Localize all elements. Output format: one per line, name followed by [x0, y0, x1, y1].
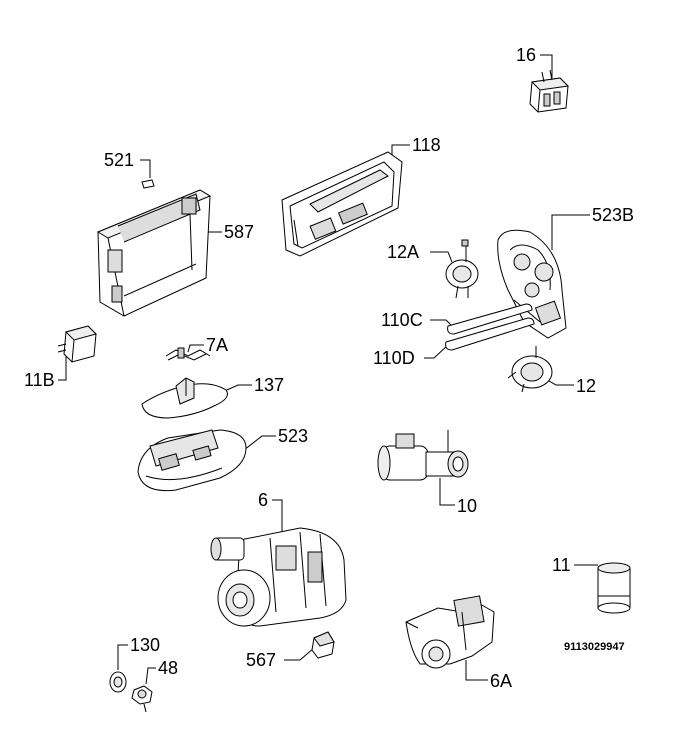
callout-16: 16 — [516, 45, 537, 65]
callout-48: 48 — [158, 658, 179, 678]
part-6a-drain-pump — [406, 596, 494, 668]
part-118-panel — [282, 152, 402, 256]
part-7a-clip — [166, 348, 210, 360]
callout-110c: 110C — [381, 310, 423, 330]
callout-110d: 110D — [373, 348, 415, 368]
leader-11b — [58, 352, 67, 381]
callout-12: 12 — [576, 376, 597, 396]
callout-118: 118 — [412, 135, 441, 155]
part-110c-rod — [448, 304, 532, 334]
part-137-cover — [142, 378, 228, 418]
callout-6a: 6A — [490, 671, 513, 691]
part-521-chip — [142, 180, 154, 188]
leader-523b — [551, 214, 590, 250]
callout-130: 130 — [130, 635, 161, 655]
leader-110c — [430, 319, 453, 327]
part-110d-rod — [446, 318, 534, 350]
callout-10: 10 — [457, 496, 478, 516]
part-130-washer — [110, 672, 126, 692]
leader-48 — [145, 667, 156, 685]
leader-16 — [540, 54, 553, 78]
leader-521 — [140, 159, 151, 178]
leader-567 — [284, 647, 315, 661]
callout-523b: 523B — [592, 205, 635, 225]
leader-523 — [243, 435, 276, 451]
callout-137: 137 — [254, 375, 285, 395]
leader-6 — [272, 499, 283, 532]
part-567-clip — [312, 632, 334, 658]
leader-7a — [187, 344, 204, 353]
callout-567: 567 — [246, 650, 277, 670]
part-12a-pressure-switch — [446, 240, 478, 298]
callout-11: 11 — [552, 555, 571, 575]
part-16-switch — [530, 70, 568, 112]
callout-587: 587 — [224, 222, 255, 242]
leader-6a — [465, 660, 488, 681]
callout-523: 523 — [278, 426, 309, 446]
part-11-capacitor — [598, 563, 630, 613]
part-587-module — [98, 190, 210, 316]
drawing-code: 9113029947 — [564, 641, 625, 653]
part-48-screw — [132, 686, 152, 712]
callout-12a: 12A — [387, 242, 420, 262]
part-12-pressure-switch — [508, 346, 552, 392]
leader-12a — [430, 251, 453, 263]
leader-10 — [439, 478, 455, 506]
callout-6: 6 — [258, 490, 269, 510]
leader-130 — [117, 644, 128, 670]
callout-11b: 11B — [24, 370, 55, 390]
part-523-tray — [138, 430, 246, 491]
part-523b-bracket — [498, 230, 566, 338]
part-10-valve — [378, 430, 468, 480]
callout-7a: 7A — [206, 335, 229, 355]
part-11b-connector — [58, 326, 96, 362]
part-6-pump-motor — [211, 528, 346, 626]
callout-521: 521 — [104, 150, 135, 170]
leader-110d — [424, 344, 449, 359]
